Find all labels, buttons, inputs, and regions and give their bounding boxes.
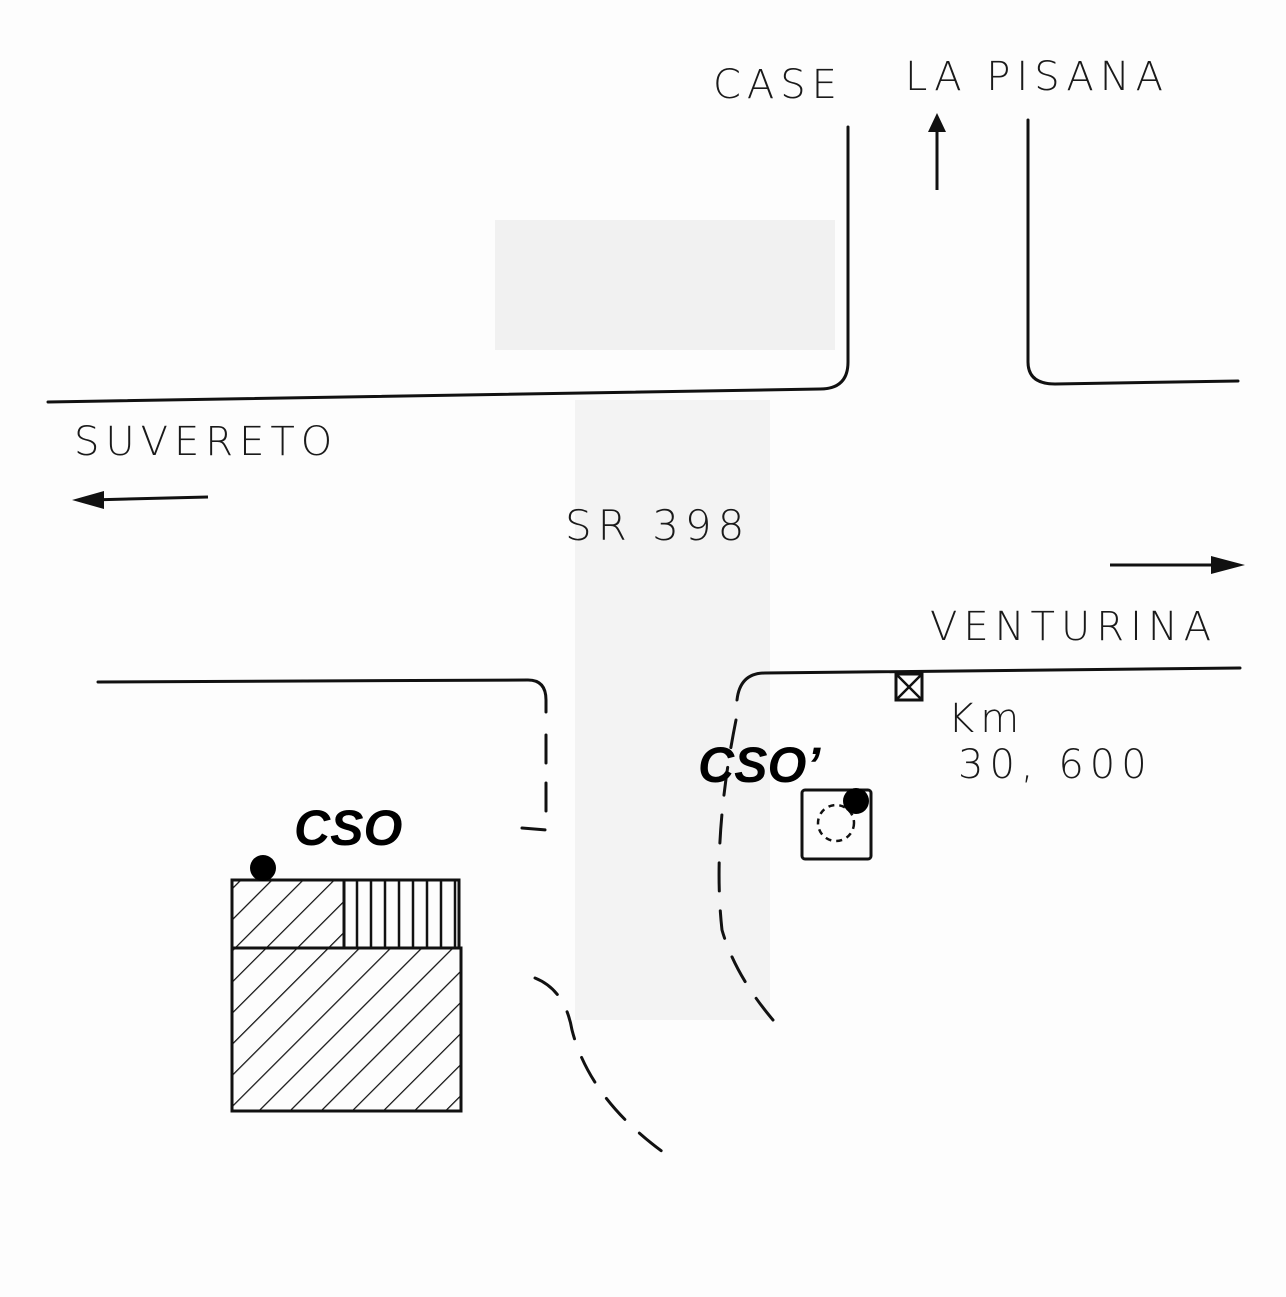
road-edge-south-west xyxy=(96,678,548,714)
road-edge-south-east xyxy=(735,666,1242,702)
building-icon xyxy=(230,878,463,1113)
label-road-name: SR 398 xyxy=(565,501,750,550)
road-curve-east-dashed xyxy=(717,718,775,1022)
road-curve-west-dashed xyxy=(533,976,669,1157)
label-cso-prime: CSO’ xyxy=(698,737,821,793)
label-case: CASE xyxy=(713,62,843,108)
cso-point-icon xyxy=(250,855,276,881)
label-cso: CSO xyxy=(294,800,402,856)
road-edge-north-west xyxy=(46,125,850,404)
label-suvereto: SUVERETO xyxy=(74,419,338,465)
arrow-left-icon xyxy=(72,491,209,509)
road-edge-north-east xyxy=(1026,118,1240,386)
arrow-right-icon xyxy=(1110,556,1245,574)
label-la-pisana: LA PISANA xyxy=(905,54,1169,100)
scan-shading-center xyxy=(575,400,770,1020)
label-km-value: 30, 600 xyxy=(958,742,1153,788)
label-venturina: VENTURINA xyxy=(930,604,1217,650)
arrow-up-icon xyxy=(928,113,946,190)
scan-shading-top xyxy=(495,220,835,350)
cso-prime-point-icon xyxy=(843,788,869,814)
label-km: Km xyxy=(948,696,1025,742)
km-marker-icon xyxy=(894,672,924,702)
well-icon xyxy=(800,788,873,861)
road-edge-south-west-dashed xyxy=(520,733,548,832)
